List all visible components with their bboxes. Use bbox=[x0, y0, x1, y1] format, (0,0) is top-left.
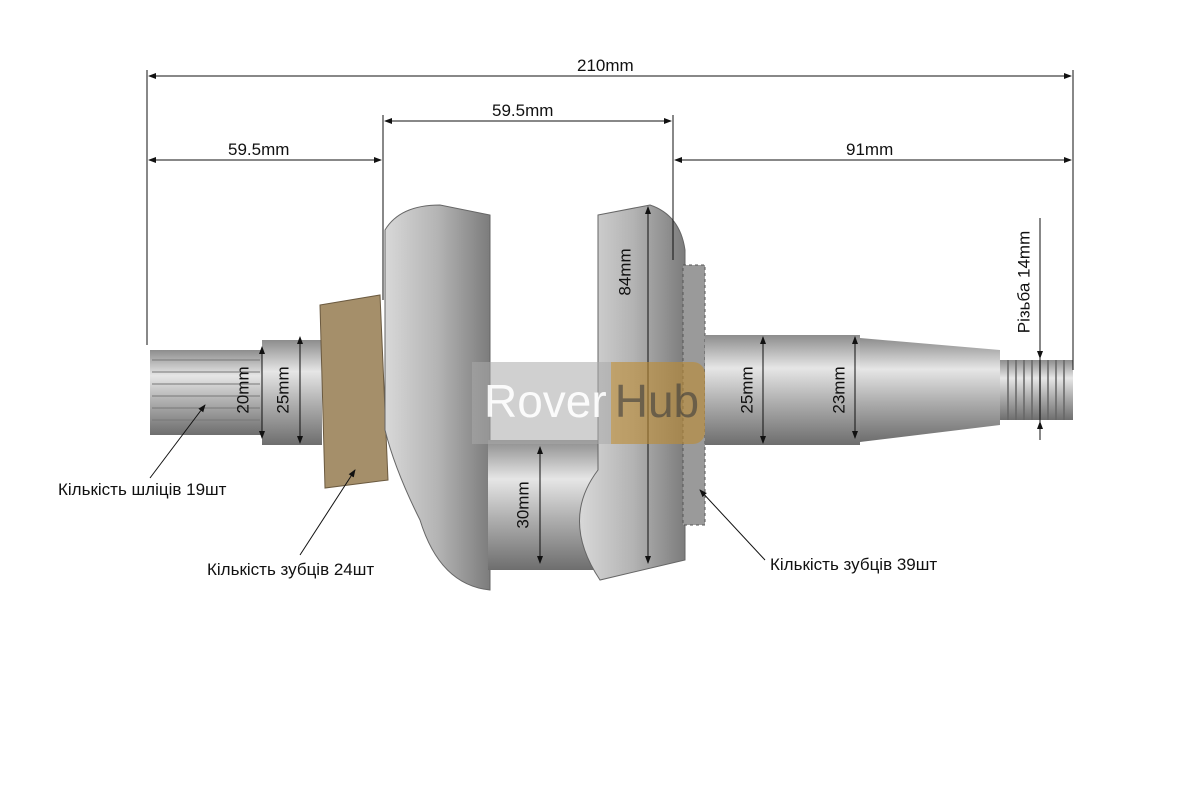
left-web bbox=[384, 204, 491, 591]
middle-section-label: 59.5mm bbox=[492, 101, 554, 120]
tapered-shaft bbox=[860, 338, 1000, 442]
splined-shaft bbox=[150, 350, 262, 435]
thread-label: Різьба 14mm bbox=[1014, 230, 1034, 334]
right-journal-label: 25mm bbox=[737, 366, 757, 414]
web-diameter-label: 84mm bbox=[615, 248, 635, 296]
watermark-logo: Rover Hub bbox=[472, 362, 706, 444]
dimension-lines bbox=[146, 70, 1074, 564]
left-journal-label: 25mm bbox=[273, 366, 293, 414]
left-section-label: 59.5mm bbox=[228, 140, 290, 159]
crankpin-label: 30mm bbox=[513, 481, 533, 529]
splines-callout: Кількість шліців 19шт bbox=[58, 480, 227, 499]
right-journal bbox=[705, 335, 860, 445]
left-journal bbox=[262, 340, 322, 445]
watermark-part1: Rover bbox=[472, 362, 611, 444]
gear-left-callout: Кількість зубців 24шт bbox=[207, 560, 375, 579]
spline-diameter-label: 20mm bbox=[233, 366, 253, 414]
watermark-part2: Hub bbox=[610, 362, 706, 444]
overall-length-label: 210mm bbox=[577, 56, 634, 75]
crankshaft-part bbox=[150, 204, 1073, 591]
right-section-label: 91mm bbox=[846, 140, 894, 159]
taper-label: 23mm bbox=[829, 366, 849, 414]
threaded-end bbox=[1000, 360, 1073, 420]
gear-24-teeth bbox=[319, 294, 389, 489]
gear-right-callout: Кількість зубців 39шт bbox=[770, 555, 938, 574]
